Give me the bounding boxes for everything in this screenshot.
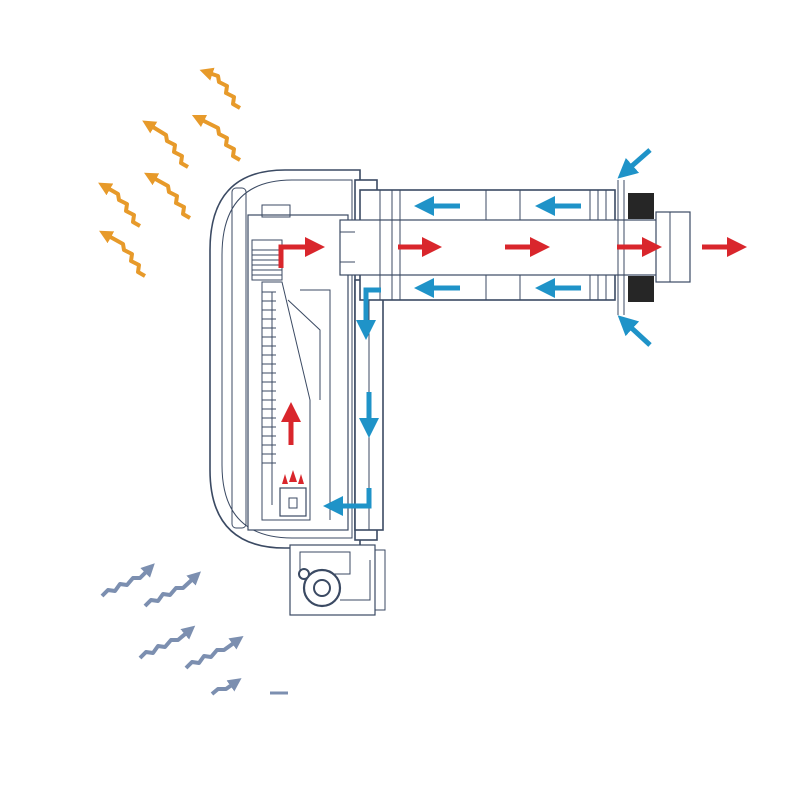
exchanger-ribs: [252, 249, 282, 464]
wavy-arrow-icon: [98, 182, 141, 228]
flue-gas-arrow: [278, 237, 325, 268]
wavy-arrow-icon: [100, 563, 155, 598]
room-air-intake-arrows: [100, 563, 288, 696]
wavy-arrow-icon: [210, 678, 242, 696]
fresh-air-arrow: [356, 287, 381, 340]
wavy-arrow-icon: [191, 114, 241, 162]
wavy-arrow-icon: [142, 120, 189, 169]
fresh-air-arrow: [617, 315, 652, 347]
fan-icon: [298, 568, 342, 608]
wavy-arrow-icon: [144, 172, 191, 220]
fresh-air-arrow: [323, 488, 372, 516]
wavy-arrow-icon: [143, 571, 201, 608]
fan-unit: [289, 544, 386, 616]
fresh-air-arrows: [323, 148, 652, 516]
burner: [279, 470, 307, 517]
wavy-arrow-icon: [99, 230, 146, 278]
wavy-arrow-icon: [138, 625, 196, 660]
heat-exchanger: [247, 204, 349, 531]
wavy-arrow-icon: [184, 636, 244, 670]
wavy-arrow-icon: [199, 67, 241, 110]
fresh-air-arrow: [617, 148, 652, 179]
flame-icon: [282, 470, 304, 484]
radiated-heat-arrows: [98, 67, 241, 278]
flue-gas-arrows: [278, 237, 747, 445]
